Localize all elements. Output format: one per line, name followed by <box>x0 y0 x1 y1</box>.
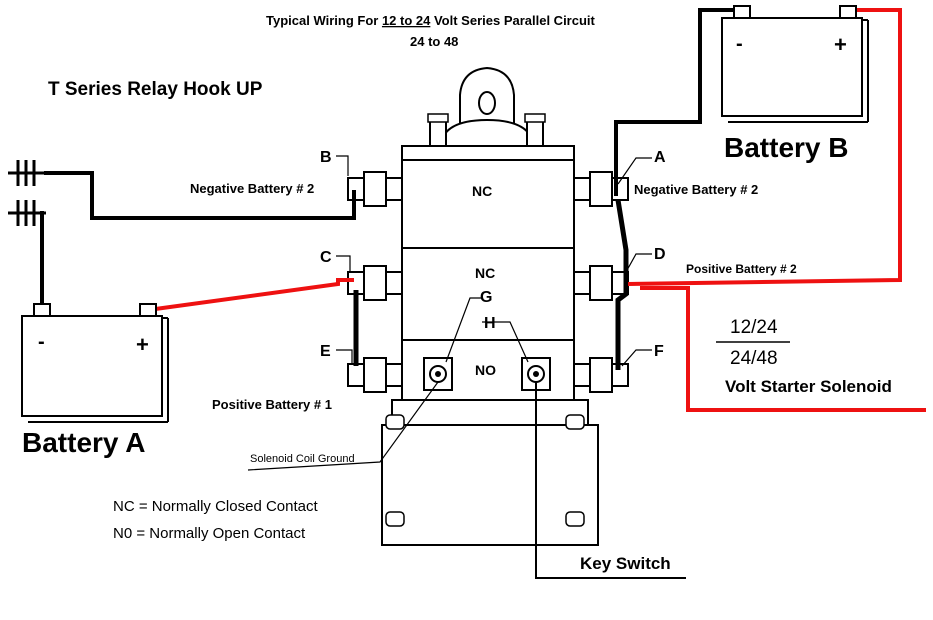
ground-symbol-top <box>8 160 46 186</box>
contact-label-nc-top: NC <box>472 183 492 199</box>
header-title: Typical Wiring For 12 to 24 Volt Series … <box>266 13 596 28</box>
terminal-stud-f <box>573 357 629 393</box>
wire-a-to-f <box>615 199 629 370</box>
relay-title: T Series Relay Hook UP <box>48 79 263 100</box>
wire-battery-a-pos-to-c <box>146 278 354 312</box>
terminal-stud-b <box>347 171 403 207</box>
battery-a-plus: + <box>136 332 149 357</box>
legend-nc: NC = Normally Closed Contact <box>113 498 318 515</box>
contact-label-no: NO <box>475 362 496 378</box>
terminal-label-g: G <box>480 289 492 306</box>
wire-d-to-battery-b-pos <box>627 8 902 286</box>
terminal-label-b: B <box>320 149 332 166</box>
wire-a-to-battery-b-neg <box>614 8 742 196</box>
label-key-switch: Key Switch <box>580 554 671 573</box>
battery-a-label: Battery A <box>22 427 145 458</box>
terminal-label-d: D <box>654 246 666 263</box>
terminal-stud-e <box>347 357 403 393</box>
label-positive-battery-1: Positive Battery # 1 <box>212 397 332 412</box>
battery-a-minus: - <box>38 331 45 353</box>
battery-b-minus: - <box>736 33 743 55</box>
wire-d-to-solenoid <box>640 286 926 412</box>
label-negative-battery-2-right: Negative Battery # 2 <box>634 182 758 197</box>
solenoid-fraction-top: 12/24 <box>730 317 778 338</box>
wire-ground-to-b <box>44 171 356 220</box>
battery-b-label: Battery B <box>724 132 848 163</box>
solenoid-fraction-bottom: 24/48 <box>730 348 778 369</box>
wire-h-to-key-switch <box>535 382 686 579</box>
ground-symbol-bottom <box>8 200 46 226</box>
terminal-label-c: C <box>320 249 332 266</box>
terminal-stud-d <box>573 265 629 301</box>
label-positive-battery-2: Positive Battery # 2 <box>686 262 797 276</box>
wire-g-coil-ground <box>247 381 439 471</box>
header-subtitle: 24 to 48 <box>410 34 458 49</box>
coil-terminal-g <box>423 357 453 391</box>
terminal-label-e: E <box>320 343 331 360</box>
wire-ground-to-battery-a-neg <box>40 211 44 312</box>
label-negative-battery-2-left: Negative Battery # 2 <box>190 181 314 196</box>
contact-label-nc-middle: NC <box>475 265 495 281</box>
solenoid-caption: Volt Starter Solenoid <box>725 377 892 396</box>
relay-body <box>381 66 599 546</box>
battery-b-plus: + <box>834 32 847 57</box>
battery-b: - + <box>721 5 869 123</box>
terminal-label-h: H <box>484 315 496 332</box>
terminal-label-a: A <box>654 149 666 166</box>
terminal-stud-c <box>347 265 403 301</box>
battery-a: - + <box>21 303 169 423</box>
label-solenoid-coil-ground: Solenoid Coil Ground <box>250 453 355 465</box>
legend-no: N0 = Normally Open Contact <box>113 525 306 542</box>
terminal-label-f: F <box>654 343 664 360</box>
